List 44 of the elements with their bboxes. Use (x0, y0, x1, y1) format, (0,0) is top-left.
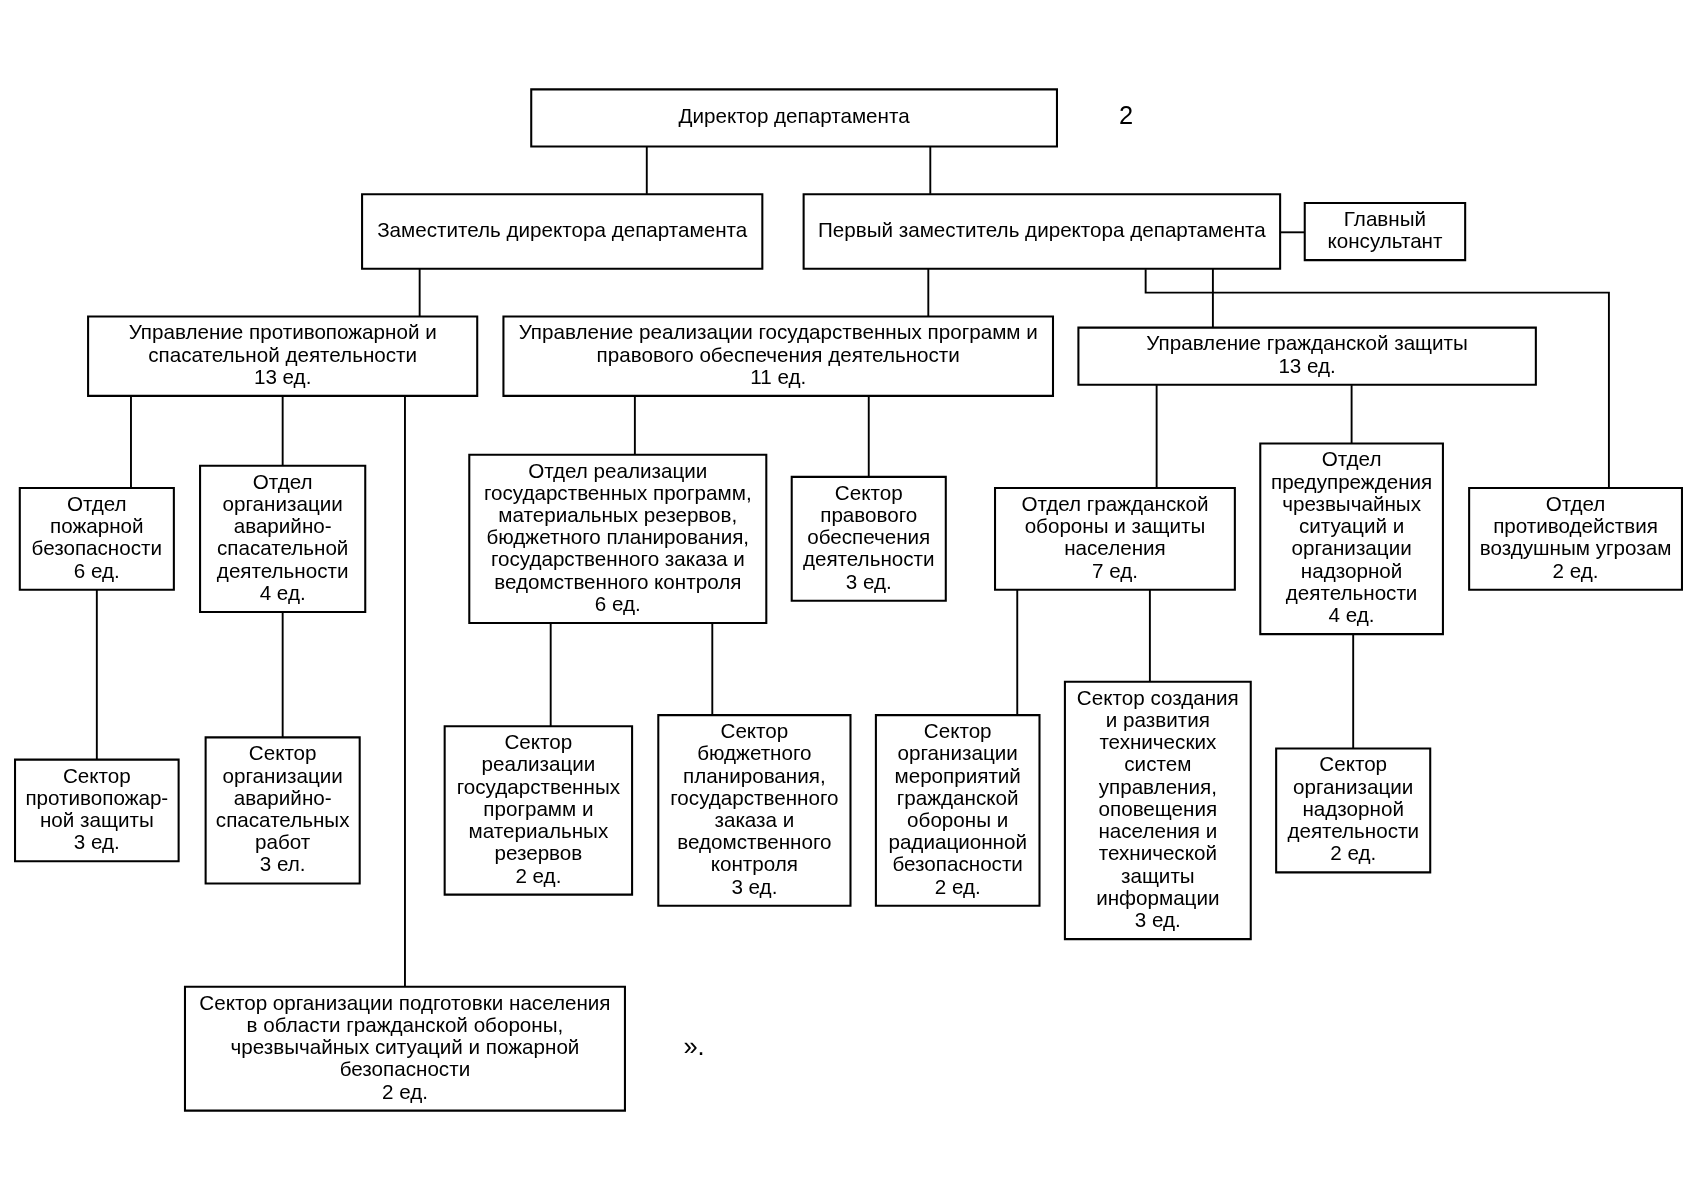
connector (1155, 384, 1158, 489)
connector (929, 145, 932, 195)
connector (281, 395, 284, 467)
node-box: Сектор организации подготовки населения в области гражданской обороны, чрезвычайных ситуаций и пожарной безопасности 2 ед. (183, 985, 626, 1112)
node-box: Сектор создания и развития технических систем управления, оповещения населения и технической защиты информации 3 ед. (1063, 680, 1252, 941)
label: ». (683, 1031, 705, 1060)
node-box: Отдел предупреждения чрезвычайных ситуаций и организации надзорной деятельности 4 ед. (1259, 442, 1444, 636)
node-box: Сектор противопожар-ной защиты 3 ед. (14, 758, 180, 863)
connector (95, 588, 98, 761)
connector (927, 267, 930, 318)
connector (549, 622, 552, 727)
connector (711, 622, 714, 716)
connector (1352, 633, 1355, 750)
node-box: Управление противопожарной и спасательной деятельности 13 ед. (87, 315, 479, 397)
node-box: Директор департамента (530, 88, 1058, 148)
node-box: Сектор организации мероприятий гражданской обороны и радиационной безопасности 2 ед. (874, 714, 1041, 907)
node-box: Сектор бюджетного планирования, государственного заказа и ведомственного контроля 3 ед. (657, 714, 852, 907)
node-box: Отдел гражданской обороны и защиты населения 7 ед. (994, 487, 1236, 591)
node-box: Главный консультант (1303, 201, 1467, 262)
node-box: Управление реализации государственных программ и правового обеспечения деятельности 11 ед. (502, 315, 1055, 397)
node-box: Управление гражданской защиты 13 ед. (1077, 326, 1537, 386)
node-box: Отдел противодействия воздушным угрозам 2 ед. (1468, 487, 1683, 591)
connector (1148, 588, 1151, 683)
connector (418, 267, 421, 318)
connector (130, 395, 132, 489)
node-box: Отдел организации аварийно-спасательной деятельности 4 ед. (199, 464, 367, 613)
connector (633, 395, 636, 456)
connector (645, 145, 648, 195)
connector (281, 611, 284, 739)
node-box: Сектор организации аварийно-спасательных работ 3 ел. (204, 736, 361, 885)
node-box: Сектор правового обеспечения деятельности 3 ед. (790, 475, 947, 602)
node-box: Отдел реализации государственных программ, материальных резервов, бюджетного планирования, государственного заказа и ведомственного контроля 6 ед. (468, 453, 768, 625)
connector (1211, 267, 1214, 329)
connector (1350, 384, 1353, 445)
connector (867, 395, 870, 478)
connector (1016, 588, 1019, 717)
label: 2 (1118, 100, 1134, 129)
node-box: Сектор реализации государственных программ и материальных резервов 2 ед. (443, 725, 634, 896)
connector (1279, 231, 1306, 234)
node-box: Заместитель директора департамента (361, 193, 764, 270)
node-box: Первый заместитель директора департамента (802, 193, 1282, 270)
node-box: Отдел пожарной безопасности 6 ед. (18, 487, 175, 591)
connector (404, 394, 406, 988)
node-box: Сектор организации надзорной деятельности 2 ед. (1275, 747, 1432, 874)
